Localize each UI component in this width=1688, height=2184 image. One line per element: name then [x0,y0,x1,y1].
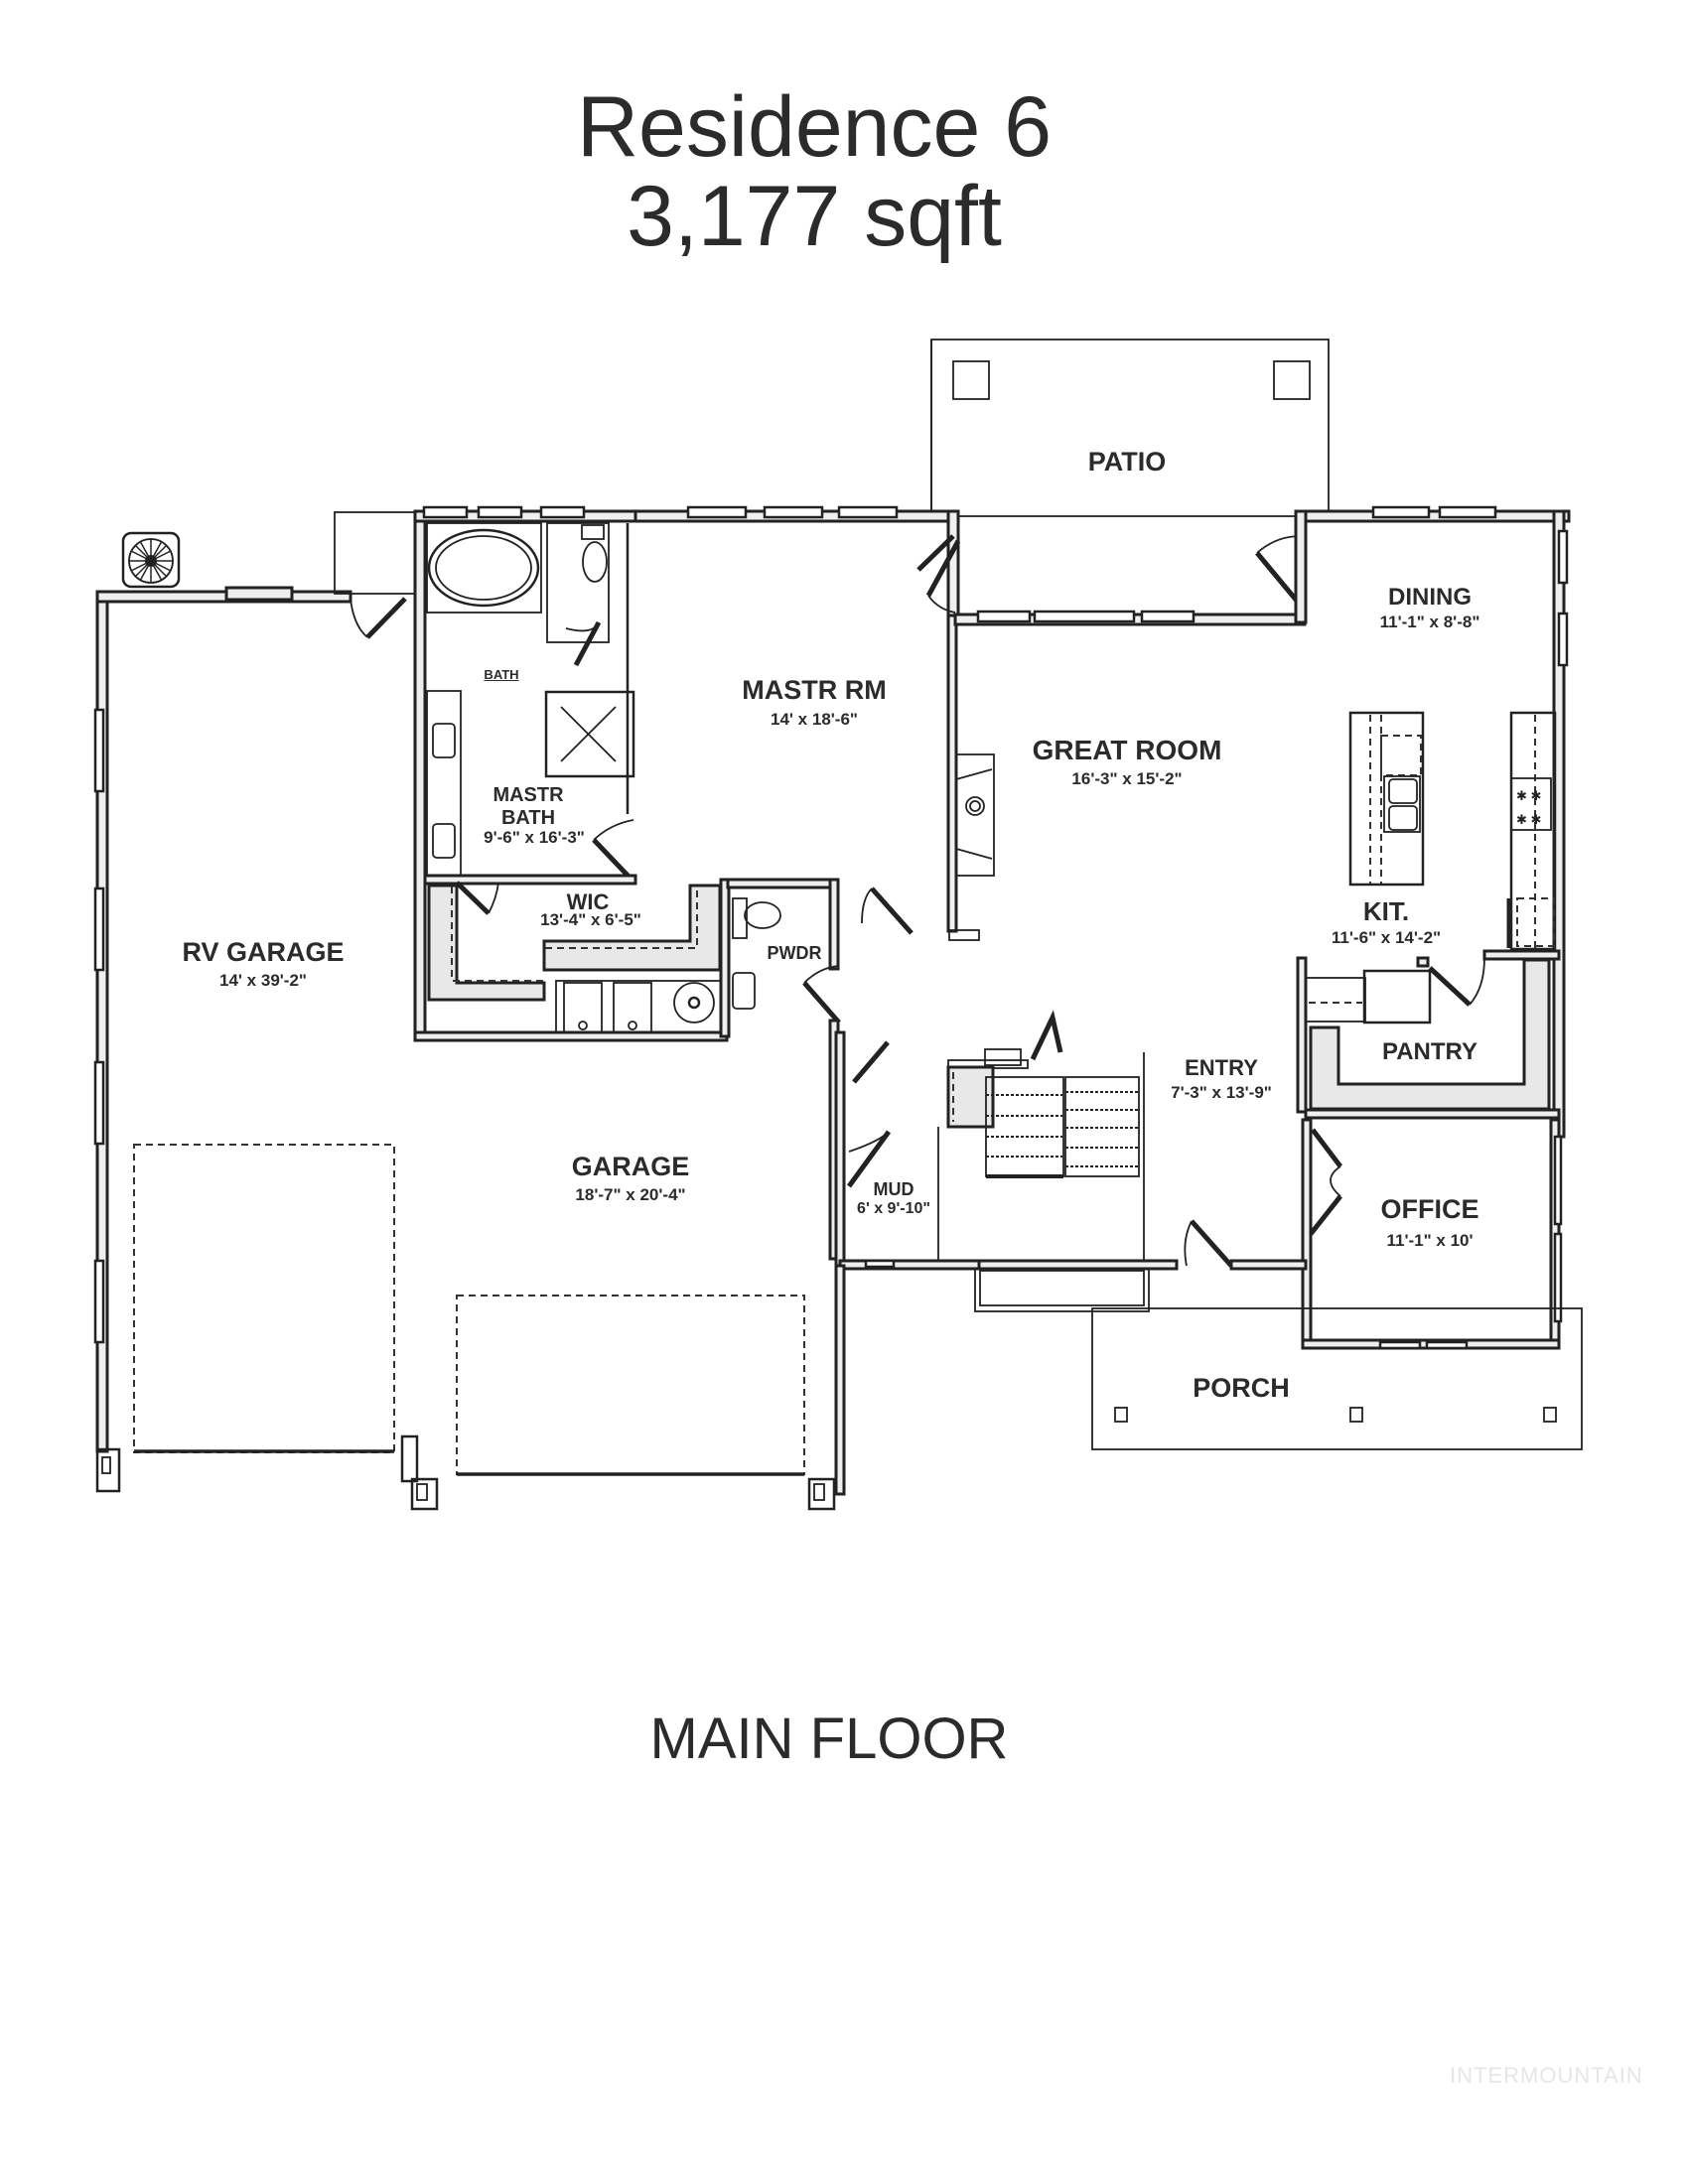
great-room-dimensions: 16'-3" x 15'-2" [1071,769,1183,788]
patio-slab [930,339,1330,517]
garage-dimensions: 18'-7" x 20'-4" [575,1185,686,1204]
watermark: INTERMOUNTAIN [1450,2063,1643,2088]
plan-square-footage: 3,177 sqft [627,169,1002,264]
master-bath-dimensions: 9'-6" x 16'-3" [484,828,585,847]
svg-text:✱ ✱: ✱ ✱ [1516,788,1542,803]
wic-dimensions: 13'-4" x 6'-5" [540,910,641,929]
entry-label: ENTRY [1185,1055,1258,1080]
porch-label: PORCH [1193,1373,1290,1403]
rv-garage-label: RV GARAGE [182,937,345,967]
master-bath-label-line2: BATH [500,807,556,829]
office-label: OFFICE [1380,1194,1479,1224]
office-walls [1184,1118,1563,1350]
patio-label: PATIO [1087,447,1167,477]
powder-room [726,878,841,1261]
garage-walls [95,1144,846,1511]
powder-room-label: PWDR [767,943,822,963]
floor-label: MAIN FLOOR [649,1706,1009,1771]
pantry-label: PANTRY [1382,1038,1477,1065]
plan-title: Residence 6 [576,79,1053,175]
kitchen-label: KIT. [1362,896,1410,926]
porch-slab [1091,1307,1583,1450]
mud-room-dimensions: 6' x 9'-10" [857,1200,930,1217]
stairs [946,1010,1179,1312]
svg-text:✱ ✱: ✱ ✱ [1516,812,1542,827]
bath-label: BATH [484,667,519,682]
great-room-walls [916,534,1307,626]
master-room-dimensions: 14' x 18'-6" [771,710,858,729]
dining-kitchen-walls: ✱ ✱ ✱ ✱ [1294,505,1571,1139]
office-dimensions: 11'-1" x 10' [1386,1231,1474,1250]
kitchen-dimensions: 11'-6" x 14'-2" [1331,928,1442,947]
garage-label: GARAGE [571,1152,690,1181]
great-room-label: GREAT ROOM [1032,735,1222,765]
rv-garage-dimensions: 14' x 39'-2" [219,971,307,990]
dining-dimensions: 11'-1" x 8'-8" [1379,613,1480,631]
master-bath-block [413,505,731,1042]
pantry-walls [1296,949,1561,1120]
rv-garage-walls [93,511,421,1453]
wic-label: WIC [566,889,610,914]
mud-room-label: MUD [873,1179,914,1199]
master-bath-label-line1: MASTR [492,784,564,806]
entry-dimensions: 7'-3" x 13'-9" [1171,1083,1272,1102]
master-room-walls [633,505,995,941]
dining-label: DINING [1388,584,1472,611]
master-room-label: MASTR RM [742,675,887,705]
